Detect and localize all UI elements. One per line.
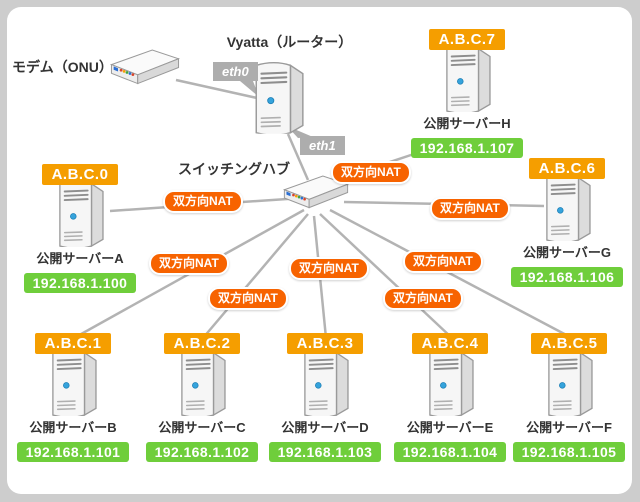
server-node-F: A.B.C.5 公開サーバーF 192.168.1.105 [504,333,634,462]
server-tag: A.B.C.5 [530,333,608,354]
server-name: 公開サーバーF [526,420,612,435]
server-icon [440,45,494,112]
nat-badge-serverG: 双方向NAT [430,197,510,220]
server-node-D: A.B.C.3 公開サーバーD 192.168.1.103 [260,333,390,462]
nat-badge-serverC: 双方向NAT [208,287,288,310]
server-ip: 192.168.1.102 [145,442,259,462]
server-node-C: A.B.C.2 公開サーバーC 192.168.1.102 [137,333,267,462]
server-node-G: A.B.C.6 公開サーバーG 192.168.1.106 [502,158,632,287]
server-name: 公開サーバーE [406,420,494,435]
server-tag: A.B.C.7 [428,29,506,50]
server-ip: 192.168.1.104 [393,442,507,462]
server-tag: A.B.C.4 [411,333,489,354]
server-tag: A.B.C.2 [163,333,241,354]
server-icon [175,349,229,416]
server-name: 公開サーバーC [158,420,246,435]
modem-icon [110,47,180,88]
hub-label: スイッチングハブ [178,161,290,177]
router-label: Vyatta（ルーター） [226,34,353,50]
server-icon [53,180,107,247]
server-tag: A.B.C.1 [34,333,112,354]
nat-badge-serverH: 双方向NAT [331,161,411,184]
server-icon [298,349,352,416]
nat-badge-serverB: 双方向NAT [149,252,229,275]
server-ip: 192.168.1.100 [23,273,137,293]
server-icon [46,349,100,416]
nat-badge-serverE: 双方向NAT [383,287,463,310]
server-tag: A.B.C.0 [41,164,119,185]
server-name: 公開サーバーH [423,116,511,131]
server-icon [540,174,594,241]
server-name: 公開サーバーA [36,251,124,266]
modem-label: モデム（ONU） [12,59,113,75]
eth1-tag: eth1 [300,136,345,155]
server-ip: 192.168.1.107 [410,138,524,158]
server-name: 公開サーバーG [523,245,611,260]
server-name: 公開サーバーD [281,420,369,435]
eth0-tag: eth0 [213,62,258,81]
nat-badge-serverA: 双方向NAT [163,190,243,213]
server-ip: 192.168.1.101 [16,442,130,462]
nat-badge-serverD: 双方向NAT [289,257,369,280]
server-tag: A.B.C.3 [286,333,364,354]
server-ip: 192.168.1.106 [510,267,624,287]
server-node-E: A.B.C.4 公開サーバーE 192.168.1.104 [385,333,515,462]
server-ip: 192.168.1.105 [512,442,626,462]
server-tag: A.B.C.6 [528,158,606,179]
server-node-H: A.B.C.7 公開サーバーH 192.168.1.107 [402,29,532,158]
server-node-B: A.B.C.1 公開サーバーB 192.168.1.101 [8,333,138,462]
server-name: 公開サーバーB [29,420,117,435]
server-node-A: A.B.C.0 公開サーバーA 192.168.1.100 [15,164,145,293]
server-ip: 192.168.1.103 [268,442,382,462]
server-icon [542,349,596,416]
nat-badge-serverF: 双方向NAT [403,250,483,273]
server-icon [423,349,477,416]
